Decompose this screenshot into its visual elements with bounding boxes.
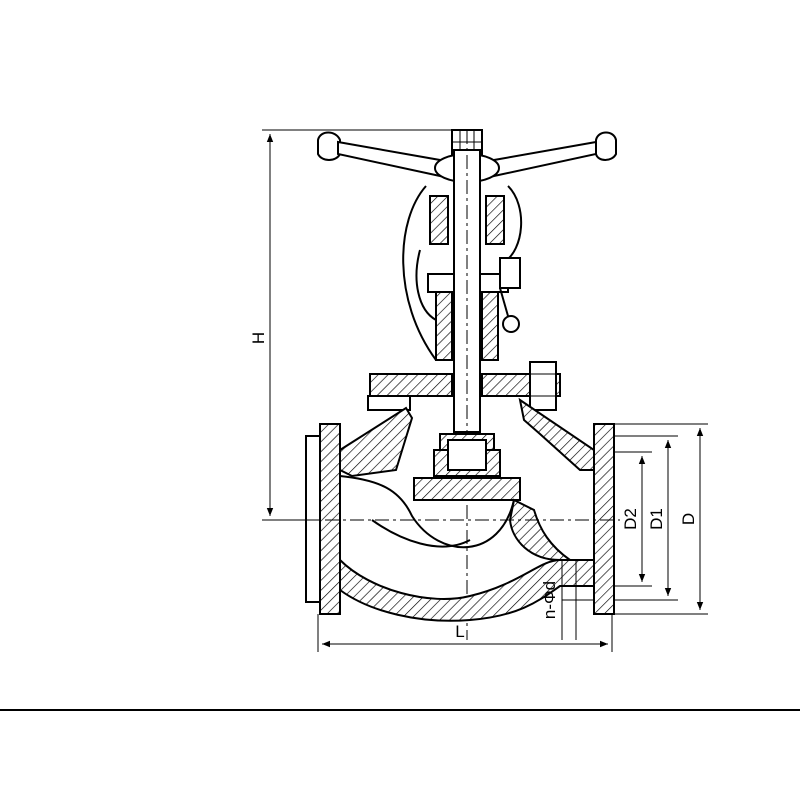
dimension-l: L [317, 614, 613, 652]
dimension-d-label: D [679, 513, 698, 525]
valve-body [305, 397, 615, 622]
yoke [402, 185, 522, 361]
dimension-d2: D2 [614, 451, 652, 587]
dimension-d2-label: D2 [621, 508, 640, 530]
handwheel [317, 129, 617, 183]
dimension-bolt-holes: n-Φd [540, 560, 594, 640]
dimension-d1-label: D1 [647, 508, 666, 530]
dimension-bolt-holes-label: n-Φd [540, 581, 559, 619]
dimension-h: H [249, 129, 470, 521]
dimension-h-label: H [249, 332, 268, 344]
valve-stem [453, 130, 481, 640]
dimension-d1: D1 [614, 435, 678, 601]
valve-disc [413, 433, 521, 501]
dimension-l-label: L [455, 622, 464, 641]
bonnet-flange [367, 361, 561, 411]
dimension-d: D [614, 423, 708, 615]
